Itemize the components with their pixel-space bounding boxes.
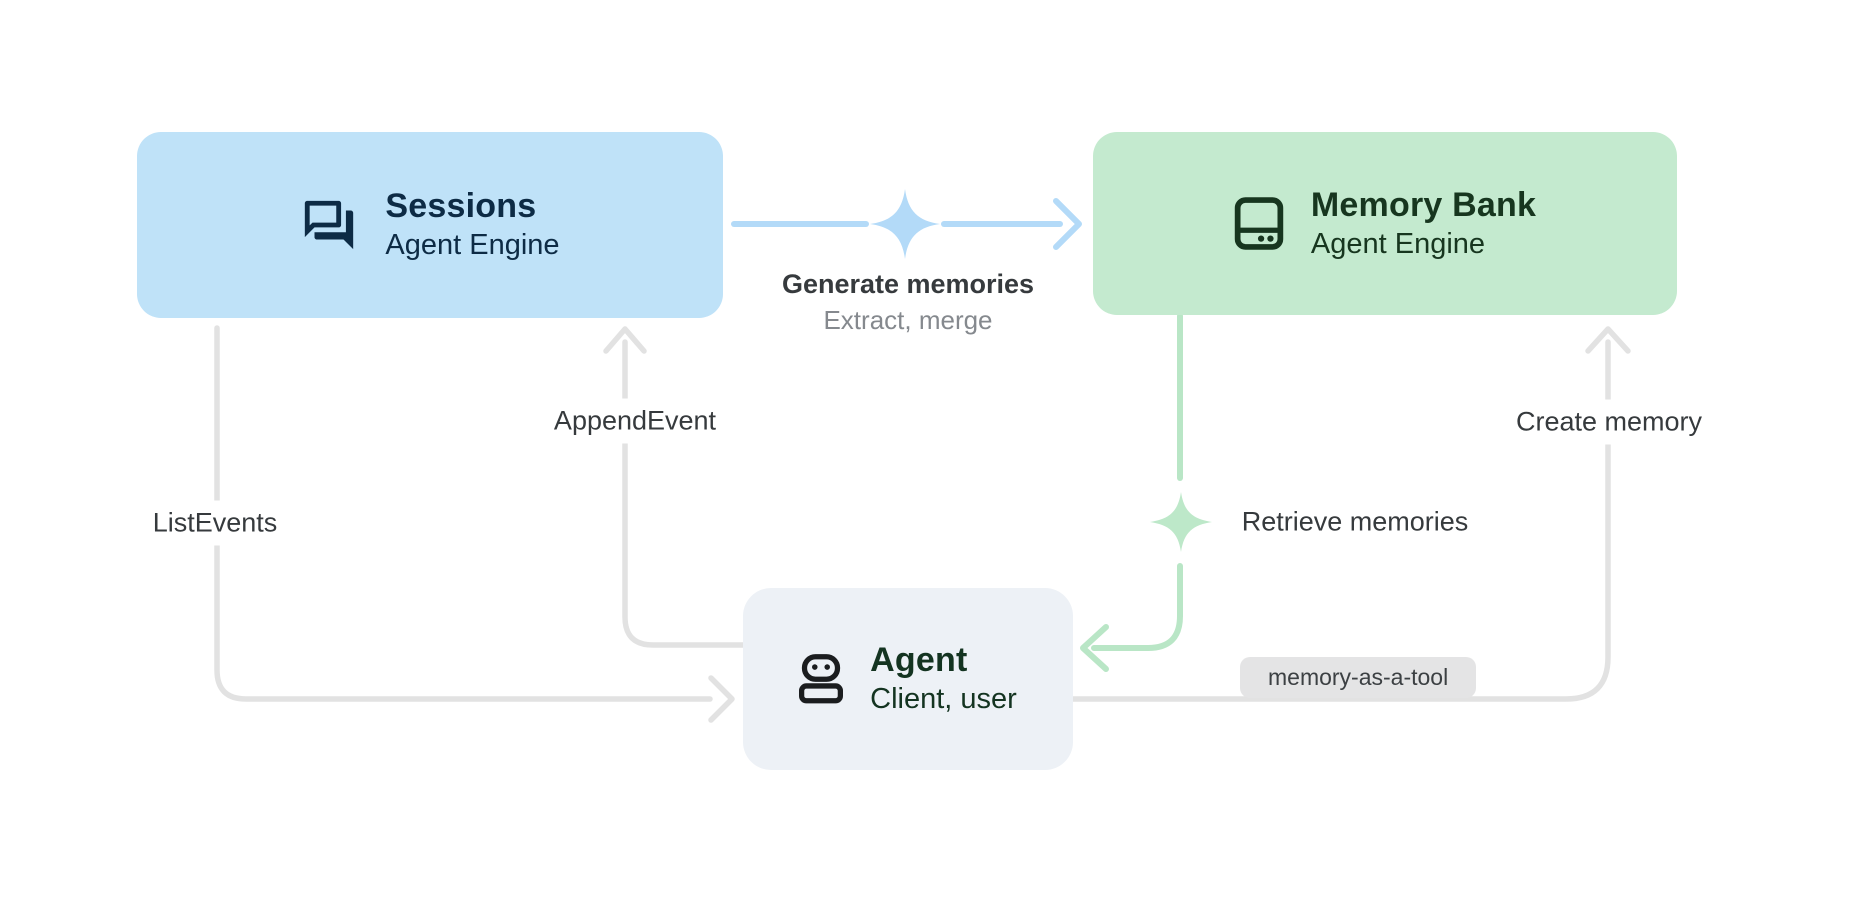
create-memory-arrow <box>1070 326 1631 702</box>
chat-forum-icon <box>305 200 354 250</box>
memory-bank-subtitle: Agent Engine <box>1310 227 1486 260</box>
extract-merge-sublabel: Extract, merge <box>823 305 993 335</box>
robot-icon <box>799 654 844 704</box>
memory-bank-title: Memory Bank <box>1310 185 1537 224</box>
node-memory-bank: Memory Bank Agent Engine <box>1093 132 1677 315</box>
generate-memories-label: Generate memories <box>781 269 1035 299</box>
edge-label-list-events: ListEvents <box>140 500 290 546</box>
edge-label-retrieve-memories: Retrieve memories <box>1241 506 1469 537</box>
agent-subtitle: Client, user <box>870 683 1017 715</box>
edge-label-create-memory: Create memory <box>1503 399 1715 445</box>
sparkle-icon <box>1150 492 1212 552</box>
sessions-text-block: Sessions Agent Engine <box>385 186 559 264</box>
memory-bank-text-block: Memory Bank Agent Engine <box>1311 185 1536 263</box>
arrowhead-left-icon <box>1080 624 1109 672</box>
arrowhead-right-icon <box>1053 198 1082 250</box>
arrowhead-up-icon <box>1585 326 1631 354</box>
retrieve-memories-arrow <box>1080 313 1212 672</box>
append-event-arrow <box>603 326 746 648</box>
memory-as-a-tool-badge: memory-as-a-tool <box>1240 657 1477 698</box>
storage-icon <box>1234 197 1284 250</box>
node-sessions: Sessions Agent Engine <box>137 132 723 318</box>
edge-label-append-event: AppendEvent <box>541 398 729 444</box>
arrowhead-up-icon <box>603 326 647 354</box>
sparkle-icon <box>870 189 940 259</box>
agent-title: Agent <box>870 641 968 679</box>
arrowhead-right-icon <box>708 675 735 723</box>
edge-label-generate-memories: Generate memories Extract, merge <box>782 268 1034 337</box>
agent-text-block: Agent Client, user <box>870 640 1017 718</box>
sessions-title: Sessions <box>385 187 537 225</box>
list-events-arrow <box>214 325 735 723</box>
generate-memories-arrow <box>731 189 1082 259</box>
node-agent: Agent Client, user <box>743 588 1073 770</box>
sessions-subtitle: Agent Engine <box>385 229 560 261</box>
